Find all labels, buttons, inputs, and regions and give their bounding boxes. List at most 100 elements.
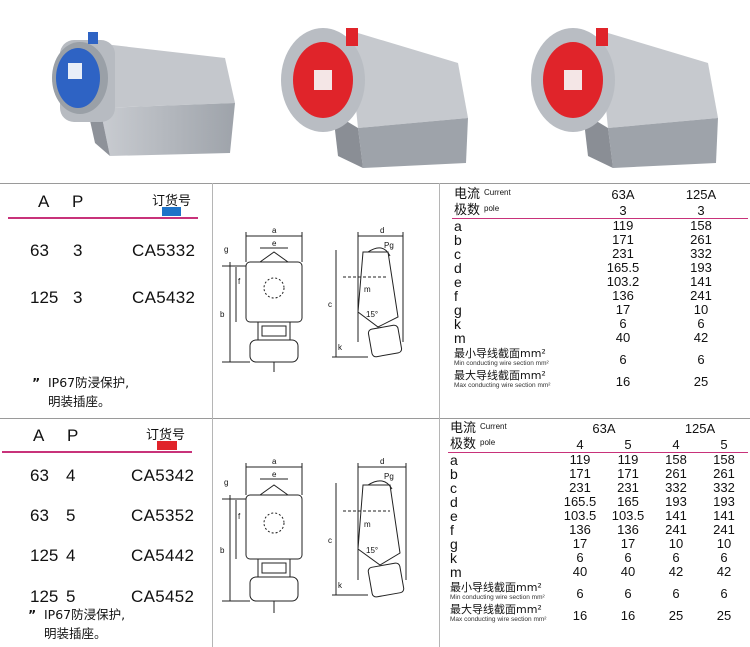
cell: 231 (612, 246, 634, 261)
dim-key: d (450, 494, 458, 510)
header-underline (2, 451, 192, 453)
cell: 119 (612, 218, 634, 233)
dimension-drawing-top: a b e g f d Pg c k m 15° (220, 226, 404, 372)
cell: 25 (668, 608, 684, 623)
max-wire-en: Max conducting wire section mm² (450, 616, 547, 623)
cell: 171 (617, 466, 639, 481)
dim-key: b (454, 232, 462, 248)
dim-key: a (454, 218, 462, 234)
cell: 231 (569, 480, 591, 495)
cell: 5 (604, 436, 652, 453)
order-code: CA5332 (132, 241, 196, 260)
column-divider-1-top (212, 183, 213, 418)
cell: 158 (665, 452, 687, 467)
note-mark: ” (28, 607, 37, 622)
product-photo-blue-socket (52, 32, 235, 156)
header-a: A (38, 192, 50, 211)
dimension-drawing-bottom: a b e g f d Pg c k m 15° (220, 457, 407, 613)
dim-label-f: f (238, 277, 241, 286)
cell: 165 (617, 494, 639, 509)
cell: 17 (572, 536, 588, 551)
cell: 165.5 (563, 494, 597, 509)
cell: 241 (690, 288, 712, 303)
color-swatch-red (157, 441, 177, 450)
cell: 119 (617, 452, 639, 467)
cell: 158 (690, 218, 712, 233)
order-number-label: 订货号 (152, 194, 192, 209)
min-wire-en: Min conducting wire section mm² (454, 360, 549, 367)
cell: 10 (668, 536, 684, 551)
cell: 17 (620, 536, 636, 551)
cell: 25 (693, 374, 709, 389)
cell: 136 (617, 522, 639, 537)
dim-label-d: d (380, 457, 384, 466)
cell: 261 (665, 466, 687, 481)
dim-label-g: g (224, 245, 228, 254)
min-wire-en: Min conducting wire section mm² (450, 594, 545, 601)
cell: 40 (615, 330, 631, 345)
row-p: 4 (66, 466, 76, 485)
dim-label-b: b (220, 546, 225, 555)
cell: 42 (693, 330, 709, 345)
dim-key: f (454, 288, 458, 304)
cell: 332 (690, 246, 712, 261)
cell: 6 (576, 586, 584, 601)
dim-label-f: f (238, 512, 241, 521)
order-code: CA5452 (131, 587, 195, 606)
dim-key: g (454, 302, 462, 318)
table-row: c 231 332 (452, 246, 748, 262)
header-a: A (33, 426, 45, 445)
cell: 6 (697, 316, 705, 331)
cell: 125A (684, 421, 716, 436)
cell: 261 (690, 232, 712, 247)
column-divider-2-bottom (439, 418, 440, 647)
cell: 42 (716, 564, 732, 579)
dim-key: k (454, 316, 461, 332)
note-line-2: 明装插座。 (48, 394, 111, 409)
cell: 6 (697, 352, 705, 367)
note-line-1: IP67防浸保护, (48, 375, 130, 390)
dim-key: m (454, 330, 466, 346)
cell: 10 (693, 302, 709, 317)
dim-key: m (450, 564, 462, 580)
dim-key: c (450, 480, 457, 496)
row-a: 63 (30, 506, 49, 525)
middle-divider (0, 418, 750, 419)
cell: 193 (665, 494, 687, 509)
header-p: P (72, 192, 84, 211)
row-p: 3 (73, 288, 83, 307)
dim-label-a: a (272, 457, 277, 466)
cell: 171 (569, 466, 591, 481)
cell: 6 (576, 550, 584, 565)
cell: 25 (716, 608, 732, 623)
pole-cn: 极数 (450, 437, 477, 452)
dim-key: c (454, 246, 461, 262)
row-p: 5 (66, 587, 76, 606)
top-divider (0, 183, 750, 184)
current-cn: 电流 (450, 421, 477, 436)
dim-key: d (454, 260, 462, 276)
cell: 16 (620, 608, 636, 623)
pole-en: pole (484, 204, 500, 213)
cell: 332 (665, 480, 687, 495)
row-p: 3 (73, 241, 83, 260)
dim-label-d: d (380, 226, 384, 235)
cell: 103.2 (606, 274, 640, 289)
order-number-label: 订货号 (146, 428, 186, 443)
dim-key: g (450, 536, 458, 552)
max-wire-cn: 最大导线截面mm² (450, 603, 542, 616)
current-cn: 电流 (454, 187, 481, 202)
dim-key: e (450, 508, 458, 524)
